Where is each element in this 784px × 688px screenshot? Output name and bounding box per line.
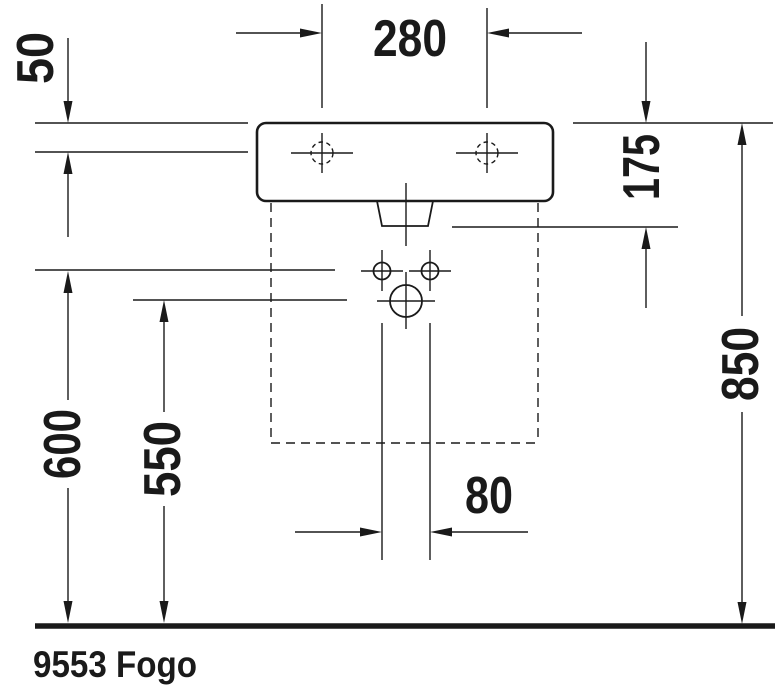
dim-50-arrowhead-bottom <box>63 152 73 174</box>
dim-label-175: 175 <box>613 134 671 200</box>
dim-label-50: 50 <box>7 32 65 84</box>
dim-80-arrowhead-left <box>360 527 382 537</box>
basin <box>255 121 555 246</box>
basin-outline <box>255 121 555 203</box>
wall-reference-lines <box>35 122 773 301</box>
dim-label-280: 280 <box>373 10 447 68</box>
dim-50-arrowhead-top <box>63 101 73 123</box>
dim-550-arrowhead-top <box>159 300 169 322</box>
dim-280-arrowhead-right <box>487 28 509 38</box>
fixing-hole-right <box>409 250 451 291</box>
dim-550-arrowhead-bottom <box>159 601 169 623</box>
drain-outlet <box>377 272 435 329</box>
dim-label-850: 850 <box>712 327 770 401</box>
dim-fixing-offset: 175 <box>613 42 671 308</box>
overflow-spout <box>376 200 434 227</box>
dim-175-arrowhead-bottom <box>641 227 651 249</box>
tap-hole-right-circle <box>475 141 499 165</box>
dim-280-arrowhead-left <box>300 28 322 38</box>
dim-850-arrowhead-bottom <box>737 602 747 624</box>
tap-hole-right <box>456 133 518 173</box>
dim-outlet-height: 550 <box>134 300 192 623</box>
dim-175-arrowhead-top <box>641 101 651 123</box>
tap-hole-left <box>291 133 353 173</box>
dim-850-arrowhead-top <box>737 123 747 145</box>
concealed-area-outline <box>270 203 539 444</box>
drain-pipe <box>381 323 431 560</box>
product-label: 9553 Fogo <box>33 644 197 685</box>
dim-label-600: 600 <box>34 409 92 479</box>
dim-outlet-width: 80 <box>295 467 528 537</box>
fixing-hole-left <box>361 250 403 291</box>
tap-hole-left-circle <box>310 141 334 165</box>
dim-600-arrowhead-bottom <box>63 601 73 623</box>
dim-fixing-height: 600 <box>34 271 92 623</box>
dim-tap-hole-spacing: 280 <box>236 4 582 108</box>
dim-label-80: 80 <box>465 467 513 525</box>
dim-80-arrowhead-right <box>430 527 452 537</box>
dim-tap-line-offset: 50 <box>7 32 73 237</box>
dim-label-550: 550 <box>134 421 192 497</box>
dim-rim-height: 850 <box>712 123 770 624</box>
dim-600-arrowhead-top <box>63 271 73 293</box>
